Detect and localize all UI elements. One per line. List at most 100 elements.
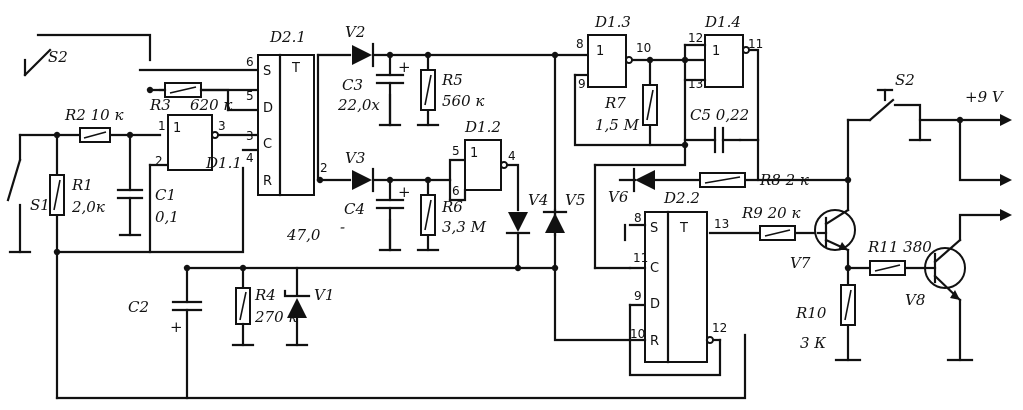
diode-v5: V5	[542, 191, 585, 233]
d13-pin-9: 9	[578, 77, 586, 91]
resistor-r1: R1 2,0к	[49, 174, 105, 216]
label-r5-value: 560 к	[442, 92, 484, 110]
capacitor-c2: C2 +	[128, 266, 203, 400]
d21-R: R	[263, 174, 272, 189]
d13-pin-10: 10	[636, 41, 651, 55]
label-v2: V2	[345, 23, 365, 41]
label-v4: V4	[528, 191, 548, 209]
label-r11: R11 380	[867, 238, 932, 256]
c4-minus: -	[340, 218, 345, 236]
d22-pin-10: 10	[630, 327, 645, 341]
d11-pin-2: 2	[155, 154, 163, 168]
d14-pin-11: 11	[748, 37, 763, 51]
label-r6-value: 3,3 М	[442, 218, 487, 236]
d22-R: R	[650, 334, 659, 349]
diode-v3: V3	[345, 149, 375, 193]
diode-v2: V2	[345, 23, 375, 68]
gate-d1-4: 1 12 13 11 D1.4	[683, 13, 763, 91]
c2-plus: +	[170, 318, 183, 336]
label-c1-value: 0,1	[155, 208, 179, 226]
d22-pin-13: 13	[714, 217, 729, 231]
d22-pin-9: 9	[634, 289, 642, 303]
transistor-v8: V8	[905, 238, 974, 362]
gate-d1-2: 1 5 6 4 D1.2	[448, 118, 516, 202]
capacitor-c5: C5 0,22	[690, 106, 749, 154]
label-v1: V1	[314, 286, 334, 304]
resistor-r9: R9 20 к	[741, 204, 800, 241]
gate-d1-1: 1 1 2 3 D1.1	[155, 114, 242, 172]
d11-symbol: 1	[173, 121, 181, 136]
label-d2-1: D2.1	[269, 28, 306, 46]
diode-v6: V6	[608, 167, 655, 206]
label-r3: R3	[149, 96, 171, 114]
label-r10-name: R10	[795, 304, 827, 322]
d11-pin-1: 1	[158, 119, 166, 133]
label-r7-name: R7	[604, 94, 626, 112]
d12-pin-5: 5	[452, 144, 460, 158]
label-r7-value: 1,5 М	[595, 116, 640, 134]
d22-pin-12: 12	[712, 321, 727, 335]
diode-v4: V4	[505, 191, 548, 235]
label-v7: V7	[790, 254, 811, 272]
capacitor-c3: + C3 22,0х	[337, 58, 411, 127]
resistor-r7: R7 1,5 М	[595, 84, 658, 134]
d21-S: S	[263, 64, 271, 79]
d12-pin-4: 4	[508, 149, 516, 163]
d22-C: C	[650, 261, 659, 276]
label-r10-value: 3 К	[800, 334, 826, 352]
d22-T: T	[679, 221, 688, 236]
d22-S: S	[650, 221, 658, 236]
resistor-r11: R11 380	[867, 238, 932, 276]
resistor-r4: R4 270 к	[231, 266, 297, 347]
label-r5-name: R5	[441, 71, 463, 89]
transistor-v7: V7	[790, 208, 856, 272]
d21-T: T	[291, 61, 300, 76]
d21-pin-3: 3	[246, 129, 254, 143]
label-r9: R9 20 к	[741, 204, 800, 222]
c3-plus: +	[398, 58, 411, 76]
gate-d1-3: 1 8 9 10 D1.3	[576, 13, 651, 91]
d21-pin-6: 6	[246, 55, 254, 69]
d13-pin-8: 8	[576, 37, 584, 51]
d12-pin-6: 6	[452, 184, 460, 198]
label-c2-value: 47,0	[286, 226, 321, 244]
resistor-r3: R3 620 к	[149, 82, 232, 114]
label-c5: C5 0,22	[690, 106, 749, 124]
d22-D: D	[650, 297, 660, 312]
capacitor-c1: C1 0,1	[116, 133, 179, 237]
d21-D: D	[263, 101, 273, 116]
resistor-r10: R10 3 К	[795, 284, 862, 362]
d14-symbol: 1	[712, 44, 720, 59]
d14-pin-13: 13	[688, 77, 703, 91]
resistor-r5: R5 560 к	[416, 69, 484, 127]
wires	[18, 33, 1002, 400]
label-s1: S1	[30, 196, 50, 214]
switch-s2-right: S2	[868, 71, 932, 142]
flipflop-d2-2: S C D R T 8 11 9 10 13 12 D2.2	[628, 189, 729, 364]
label-d1-1: D1.1	[205, 154, 242, 172]
label-r8: R8 2 к	[759, 171, 809, 189]
d22-pin-11: 11	[633, 251, 648, 265]
label-r2: R2 10 к	[64, 106, 123, 124]
switch-s2-top: S2	[23, 48, 68, 77]
d14-pin-12: 12	[688, 31, 703, 45]
d22-pin-8: 8	[634, 211, 642, 225]
label-r3-value: 620 к	[190, 96, 232, 114]
label-supply: +9 V	[965, 88, 1005, 106]
label-v3: V3	[345, 149, 365, 167]
label-d1-2: D1.2	[464, 118, 501, 136]
d21-pin-5: 5	[246, 89, 254, 103]
resistor-r2: R2 10 к	[64, 106, 123, 143]
label-r4-value: 270 к	[254, 308, 297, 326]
label-c3-name: C3	[342, 76, 363, 94]
label-v6: V6	[608, 188, 629, 206]
switch-s1: S1	[6, 158, 50, 254]
label-d1-4: D1.4	[704, 13, 741, 31]
flipflop-d2-1: S D C R T 6 5 3 4 2 D2.1 47,0	[246, 28, 328, 244]
d21-pin-2: 2	[320, 161, 328, 175]
label-c4: C4	[344, 200, 365, 218]
label-d1-3: D1.3	[594, 13, 631, 31]
d11-pin-3: 3	[218, 119, 226, 133]
label-r1-value: 2,0к	[71, 198, 105, 216]
